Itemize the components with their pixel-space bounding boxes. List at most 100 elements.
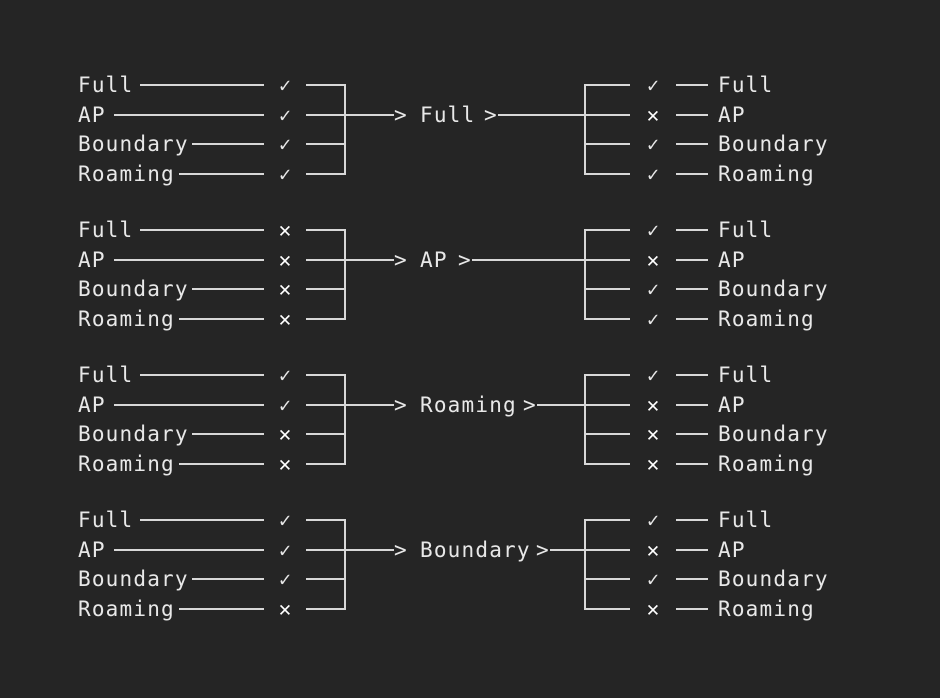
output-bracket-stub: [584, 404, 630, 406]
state-output-caret: >: [523, 393, 536, 417]
output-row: ✓ Full: [0, 215, 940, 245]
output-row: ✓ Full: [0, 70, 940, 100]
check-icon: ✓: [646, 277, 660, 301]
input-to-state-line: [346, 259, 394, 261]
input-bracket-stub: [306, 288, 346, 290]
input-bracket-spine: [344, 229, 346, 320]
check-icon: ✓: [278, 508, 292, 532]
output-bracket-spine: [584, 229, 586, 320]
input-bracket-stub: [306, 84, 346, 86]
input-connector-line: [192, 433, 264, 435]
output-bracket-stub: [584, 173, 630, 175]
cross-icon: ✕: [646, 393, 660, 417]
output-bracket-stub: [584, 288, 630, 290]
cross-icon: ✕: [646, 452, 660, 476]
output-row: ✓Full: [0, 505, 940, 535]
input-bracket-stub: [306, 578, 346, 580]
input-connector-line: [192, 578, 264, 580]
input-bracket-stub: [306, 519, 346, 521]
check-icon: ✓: [646, 73, 660, 97]
output-mark: ✓: [640, 564, 666, 594]
input-connector-line: [140, 519, 264, 521]
input-connector-line: [114, 549, 264, 551]
output-mark: ✓: [640, 129, 666, 159]
output-mark: ✕: [640, 449, 666, 479]
input-label: Full: [78, 218, 134, 242]
cross-icon: ✕: [278, 277, 292, 301]
input-bracket-spine: [344, 84, 346, 175]
output-label: Boundary: [718, 567, 829, 591]
check-icon: ✓: [278, 363, 292, 387]
output-bracket-stub: [584, 578, 630, 580]
input-mark: ✕: [272, 449, 298, 479]
input-mark: ✓: [272, 564, 298, 594]
output-connector-line: [676, 173, 708, 175]
input-to-state-line: [346, 114, 394, 116]
check-icon: ✓: [646, 567, 660, 591]
input-mark: ✓: [272, 100, 298, 130]
input-label: Full: [78, 73, 134, 97]
input-mark: ✓: [272, 129, 298, 159]
output-mark: ✕: [640, 390, 666, 420]
output-connector-line: [676, 229, 708, 231]
output-label: Full: [718, 73, 774, 97]
output-bracket-spine: [584, 84, 586, 175]
input-to-state-line: [346, 404, 394, 406]
check-icon: ✓: [278, 103, 292, 127]
input-row: Roaming ✓: [0, 159, 940, 189]
state-label: Roaming: [420, 393, 517, 417]
output-bracket-spine: [584, 374, 586, 465]
input-bracket-stub: [306, 608, 346, 610]
output-mark: ✓: [640, 505, 666, 535]
output-bracket-stub: [584, 433, 630, 435]
input-connector-line: [114, 404, 264, 406]
input-label: Boundary: [78, 567, 189, 591]
output-mark: ✕: [640, 419, 666, 449]
cross-icon: ✕: [278, 218, 292, 242]
input-label: AP: [78, 248, 106, 272]
state-output-caret: >: [536, 538, 549, 562]
cross-icon: ✕: [646, 597, 660, 621]
check-icon: ✓: [646, 218, 660, 242]
check-icon: ✓: [278, 538, 292, 562]
input-mark: ✕: [272, 215, 298, 245]
input-connector-line: [192, 288, 264, 290]
input-bracket-stub: [306, 173, 346, 175]
check-icon: ✓: [646, 307, 660, 331]
input-connector-line: [179, 608, 264, 610]
input-mark: ✓: [272, 505, 298, 535]
check-icon: ✓: [278, 162, 292, 186]
input-bracket-stub: [306, 549, 346, 551]
input-connector-line: [140, 374, 264, 376]
input-label: AP: [78, 393, 106, 417]
output-bracket-spine: [584, 519, 586, 610]
input-row: AP✓: [0, 535, 940, 565]
input-label: Roaming: [78, 162, 175, 186]
input-connector-line: [140, 84, 264, 86]
output-label: Full: [718, 363, 774, 387]
input-bracket-stub: [306, 114, 346, 116]
check-icon: ✓: [646, 508, 660, 532]
output-bracket-stub: [584, 114, 630, 116]
input-label: Boundary: [78, 277, 189, 301]
output-label: Roaming: [718, 307, 815, 331]
input-connector-line: [114, 114, 264, 116]
input-bracket-stub: [306, 143, 346, 145]
input-bracket-stub: [306, 229, 346, 231]
input-mark: ✓: [272, 159, 298, 189]
output-connector-line: [676, 143, 708, 145]
output-mark: ✓: [640, 159, 666, 189]
input-label: Boundary: [78, 132, 189, 156]
output-connector-line: [676, 114, 708, 116]
cross-icon: ✕: [278, 452, 292, 476]
output-connector-line: [676, 519, 708, 521]
output-label: AP: [718, 103, 746, 127]
output-row: ✕Roaming: [0, 594, 940, 624]
input-connector-line: [140, 229, 264, 231]
output-row: ✓ Roaming: [0, 159, 940, 189]
input-bracket-stub: [306, 463, 346, 465]
input-mark: ✓: [272, 390, 298, 420]
input-label: AP: [78, 103, 106, 127]
output-label: Roaming: [718, 452, 815, 476]
state-input-arrowhead: >: [394, 103, 407, 127]
